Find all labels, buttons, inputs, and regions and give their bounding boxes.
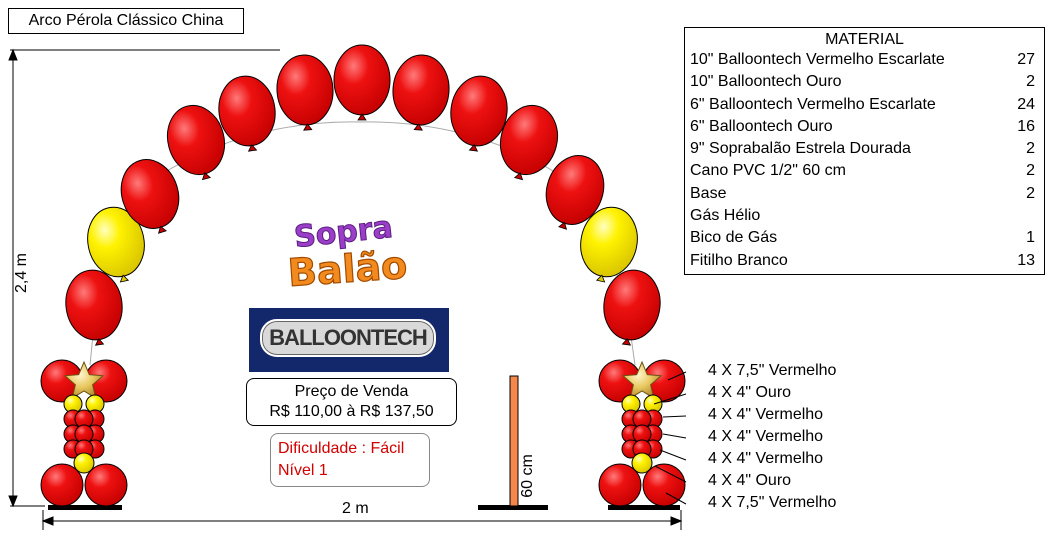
left-column [40,359,128,507]
material-qty: 16 [1017,117,1035,135]
label-leader-line [654,465,687,483]
sopra-logo-line2: Balão [286,243,408,292]
material-row: Fitilho Branco 13 [685,250,1044,272]
label-leaders [653,371,687,505]
column-label: 4 X 7,5" Vermelho [708,362,837,379]
right-column [598,359,686,507]
material-name: 9" Soprabalão Estrela Dourada [690,140,911,158]
material-row: 6" Balloontech Ouro 16 [685,116,1044,138]
material-qty: 2 [1026,184,1035,202]
material-name: Bico de Gás [690,229,778,247]
material-qty: 24 [1017,95,1035,113]
material-name: Base [690,184,727,202]
material-row: 6" Balloontech Vermelho Escarlate 24 [685,94,1044,116]
label-leader-line [662,433,687,439]
arch-balloon-red [65,269,123,346]
arch-balloon-gold [580,206,638,283]
balloon-gold [631,452,653,474]
material-row: 10" Balloontech Ouro 2 [685,71,1044,93]
material-qty: 2 [1026,73,1035,91]
pole-label: 60 cm [518,454,536,498]
material-name: 10" Balloontech Vermelho Escarlate [690,51,945,68]
left-base [48,505,122,510]
material-name: 6" Balloontech Vermelho Escarlate [690,95,936,113]
star-balloon-gold [621,360,663,400]
material-name: 6" Balloontech Ouro [690,117,833,135]
difficulty-box: Dificuldade : Fácil Nível 1 [270,433,430,487]
balloon-red [642,463,686,507]
balloon-red [84,463,128,507]
price-box: Preço de Venda R$ 110,00 à R$ 137,50 [246,378,457,426]
star-balloon-gold [63,360,105,400]
material-row: 9" Soprabalão Estrela Dourada 2 [685,138,1044,160]
material-name: Cano PVC 1/2" 60 cm [690,162,846,180]
arch-balloon-red [166,104,226,181]
arch-balloon-red [120,159,180,234]
material-row: 10" Balloontech Vermelho Escarlate 27 [685,49,1044,71]
column-label: 4 X 4" Ouro [708,472,792,489]
material-qty: 2 [1026,162,1035,180]
column-label: 4 X 4" Ouro [708,384,792,401]
balloon-gold [73,452,95,474]
arch-balloon-red [450,75,508,152]
price-value: R$ 110,00 à R$ 137,50 [269,403,434,420]
material-name: Fitilho Branco [690,251,788,269]
balloontech-logo-text: BALLOONTECH [260,319,436,357]
balloon-red [40,463,84,507]
arch-balloon-red [276,54,334,131]
diagram-title: Arco Pérola Clássico China [8,8,244,34]
material-name: 10" Balloontech Ouro [690,73,842,91]
material-row: Cano PVC 1/2" 60 cm 2 [685,160,1044,182]
difficulty-line1: Dificuldade : Fácil [278,440,405,457]
material-qty: 2 [1026,140,1035,158]
height-label: 2,4 m [13,252,31,294]
arch-balloons [65,44,661,346]
height-dimension [8,48,280,508]
difficulty-line2: Nível 1 [278,462,328,479]
column-label: 4 X 4" Vermelho [708,406,824,423]
arch-balloon-red [218,75,276,152]
material-table: MATERIAL 10" Balloontech Vermelho Escarl… [684,27,1045,275]
right-base [608,505,680,510]
balloontech-logo: BALLOONTECH [249,308,449,372]
label-leader-line [662,415,687,418]
arch-balloon-red [499,104,559,181]
material-qty: 13 [1017,251,1035,269]
soprabalao-logo: Sopra Balão [286,209,409,292]
material-qty: 27 [1017,51,1035,68]
label-leader-line [665,492,687,505]
material-row: Gás Hélio [685,205,1044,227]
arch-balloon-red [392,54,450,131]
pvc-pole [509,375,519,507]
arch-balloon-gold [87,206,145,283]
arch-balloon-red [603,269,661,346]
arch-balloon-red [545,155,605,230]
label-leader-line [667,371,687,381]
arch-balloon-red [333,44,391,121]
width-dimension [41,510,683,530]
material-header: MATERIAL [825,31,904,48]
label-leader-line [653,393,687,405]
column-label: 4 X 7,5" Vermelho [708,494,837,511]
label-leader-line [659,449,687,461]
column-label: 4 X 4" Vermelho [708,428,824,445]
width-label: 2 m [342,500,369,517]
column-label: 4 X 4" Vermelho [708,450,824,467]
material-qty: 1 [1026,229,1035,247]
balloon-red [598,463,642,507]
material-name: Gás Hélio [690,207,761,225]
material-row: Bico de Gás 1 [685,227,1044,249]
center-base [478,505,548,510]
material-row: Base 2 [685,183,1044,205]
price-label: Preço de Venda [294,383,409,400]
